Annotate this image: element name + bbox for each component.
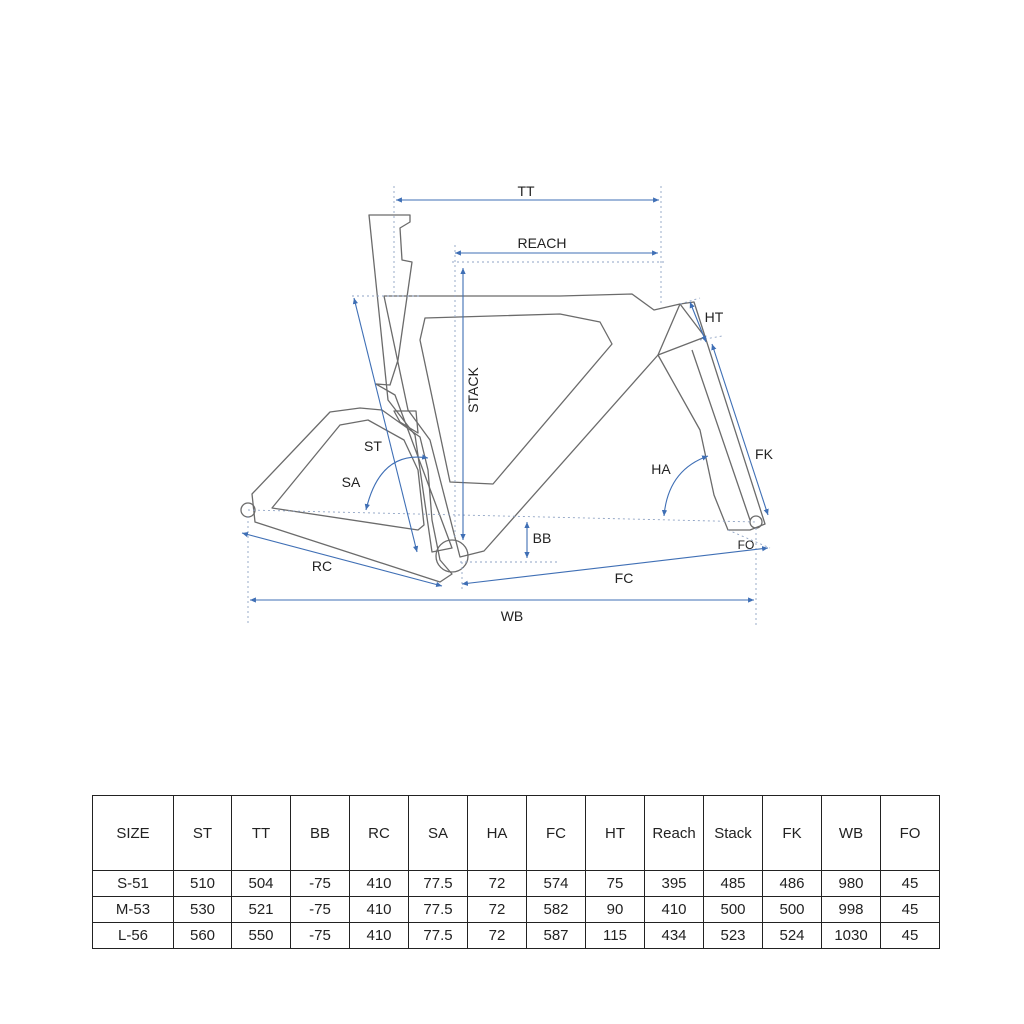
ht-dimension [689, 301, 707, 343]
header-fk: FK [762, 795, 822, 871]
frame-geometry-diagram: TT REACH HT STACK ST SA HA FK BB FO RC F… [240, 183, 774, 625]
header-fo: FO [880, 795, 940, 871]
table-cell: 486 [762, 870, 822, 897]
header-size: SIZE [92, 795, 174, 871]
table-cell: 523 [703, 922, 763, 949]
table-cell: M-53 [92, 896, 174, 923]
table-cell: 77.5 [408, 896, 468, 923]
label-fo: FO [738, 538, 755, 552]
table-cell: 410 [349, 922, 409, 949]
table-row: L-56 560 550 -75 410 77.5 72 587 115 434… [92, 922, 940, 949]
table-cell: 587 [526, 922, 586, 949]
seat-stay-cutout [393, 410, 419, 434]
table-cell: L-56 [92, 922, 174, 949]
table-cell: 72 [467, 922, 527, 949]
table-cell: 77.5 [408, 870, 468, 897]
table-header-row: SIZE ST TT BB RC SA HA FC HT Reach Stack… [92, 795, 940, 871]
front-axle [749, 515, 763, 529]
label-ht: HT [705, 309, 724, 325]
sa-angle-arc [364, 454, 429, 511]
table-cell: 72 [467, 870, 527, 897]
table-cell: 980 [821, 870, 881, 897]
table-cell: 1030 [821, 922, 881, 949]
header-reach: Reach [644, 795, 704, 871]
front-triangle-window [419, 313, 613, 485]
rc-dimension [241, 531, 443, 588]
table-cell: 410 [349, 896, 409, 923]
table-cell: 550 [231, 922, 291, 949]
table-cell: 90 [585, 896, 645, 923]
table-cell: -75 [290, 922, 350, 949]
table-cell: 530 [173, 896, 232, 923]
fc-dimension [461, 546, 769, 586]
ha-angle-arc [661, 455, 709, 517]
label-stack: STACK [465, 367, 481, 413]
dimension-lines [241, 197, 769, 603]
header-ht: HT [585, 795, 645, 871]
header-tt: TT [231, 795, 291, 871]
bike-frame [240, 214, 766, 583]
header-wb: WB [821, 795, 881, 871]
label-reach: REACH [517, 235, 566, 251]
geometry-table: SIZE ST TT BB RC SA HA FC HT Reach Stack… [92, 795, 940, 949]
label-fc: FC [615, 570, 634, 586]
table-cell: 524 [762, 922, 822, 949]
table-cell: 45 [880, 896, 940, 923]
table-cell: 500 [762, 896, 822, 923]
table-cell: 521 [231, 896, 291, 923]
table-cell: 485 [703, 870, 763, 897]
table-cell: S-51 [92, 870, 174, 897]
header-bb: BB [290, 795, 350, 871]
table-cell: 115 [585, 922, 645, 949]
table-cell: 574 [526, 870, 586, 897]
label-fk: FK [755, 446, 774, 462]
table-cell: 45 [880, 922, 940, 949]
table-row: S-51 510 504 -75 410 77.5 72 574 75 395 … [92, 870, 940, 897]
table-cell: 45 [880, 870, 940, 897]
table-cell: 410 [644, 896, 704, 923]
table-cell: 998 [821, 896, 881, 923]
header-ha: HA [467, 795, 527, 871]
header-sa: SA [408, 795, 468, 871]
table-cell: -75 [290, 870, 350, 897]
label-rc: RC [312, 558, 332, 574]
table-cell: 395 [644, 870, 704, 897]
head-tube-fork [657, 301, 766, 531]
label-sa: SA [342, 474, 361, 490]
table-cell: -75 [290, 896, 350, 923]
label-wb: WB [501, 608, 524, 624]
fk-dimension [711, 343, 769, 516]
label-tt: TT [517, 183, 535, 199]
table-cell: 410 [349, 870, 409, 897]
table-cell: 77.5 [408, 922, 468, 949]
header-rc: RC [349, 795, 409, 871]
label-bb: BB [533, 530, 552, 546]
table-cell: 500 [703, 896, 763, 923]
table-cell: 72 [467, 896, 527, 923]
dimension-labels: TT REACH HT STACK ST SA HA FK BB FO RC F… [312, 183, 774, 624]
seat-tube [368, 214, 453, 553]
table-cell: 560 [173, 922, 232, 949]
table-cell: 582 [526, 896, 586, 923]
table-cell: 504 [231, 870, 291, 897]
table-cell: 434 [644, 922, 704, 949]
label-st: ST [364, 438, 382, 454]
label-ha: HA [651, 461, 671, 477]
header-st: ST [173, 795, 232, 871]
table-cell: 510 [173, 870, 232, 897]
table-cell: 75 [585, 870, 645, 897]
header-stack: Stack [703, 795, 763, 871]
table-row: M-53 530 521 -75 410 77.5 72 582 90 410 … [92, 896, 940, 923]
header-fc: FC [526, 795, 586, 871]
